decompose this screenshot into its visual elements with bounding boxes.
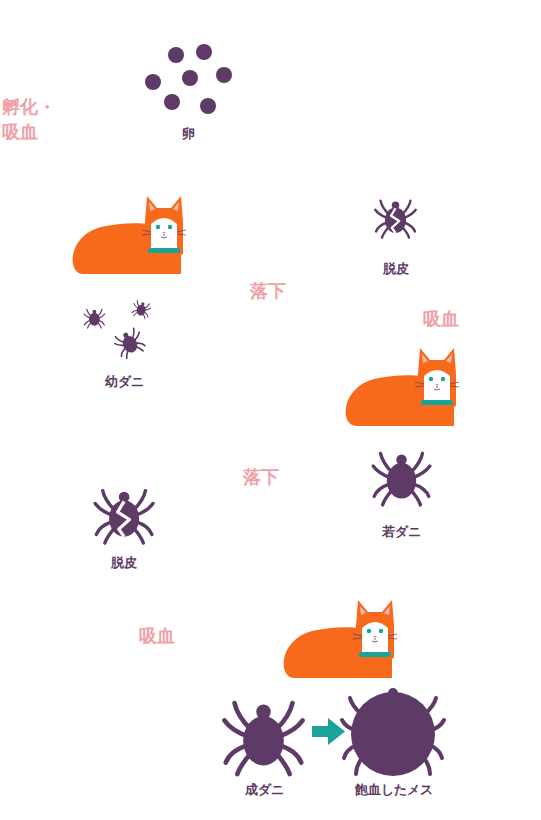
stage-name: 飽血したメス: [355, 781, 433, 798]
stage-name: 若ダニ: [382, 523, 421, 540]
stage-label: 吸血: [139, 623, 175, 648]
molting-tick: [95, 491, 153, 543]
stage-name: 脱皮: [383, 260, 409, 277]
host-cat: [284, 600, 397, 678]
stage-label: 落下: [250, 278, 286, 303]
transition-arrow: [312, 718, 345, 745]
stage-name: 成ダニ: [245, 781, 284, 798]
stage-name: 卵: [182, 125, 195, 142]
nymph-tick: [373, 453, 430, 504]
stage-label: 落下: [243, 464, 279, 489]
molting-tick: [375, 201, 416, 238]
stage-name: 脱皮: [111, 554, 137, 571]
stage-label: 孵化・ 吸血: [2, 94, 60, 144]
host-cat: [73, 196, 186, 274]
larvae: [84, 300, 152, 361]
stage-label: 吸血: [423, 306, 459, 331]
engorged-female: [342, 688, 444, 776]
host-cat: [346, 348, 459, 426]
adult-tick: [224, 703, 302, 774]
eggs: [145, 44, 232, 114]
stage-name: 幼ダニ: [105, 373, 144, 390]
